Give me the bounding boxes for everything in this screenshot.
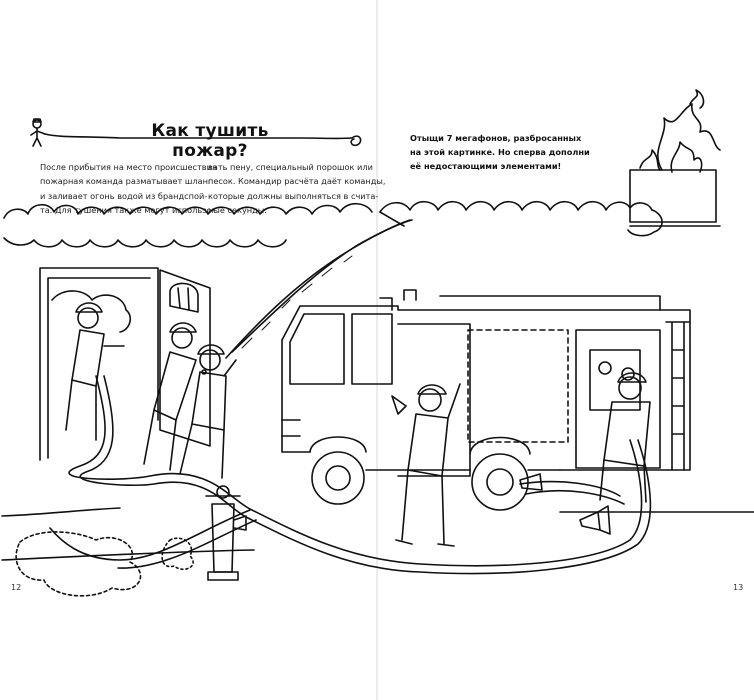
page-title: Как тушить пожар? [151,121,269,161]
heading-ornament [30,118,362,147]
intro-line: песок. Командир расчёта даёт команды, [208,176,386,187]
task-instructions: Отыщи 7 мегафонов, разбросанных на этой … [410,131,590,173]
intro-text-right: вать пену, специальный порошок или песок… [208,160,386,218]
ground-line [1,507,754,561]
smoke-cloud-left [3,202,373,219]
intro-line: которые должны выполняться в счита- [208,190,379,201]
water-puddle [15,531,142,597]
water-stream [225,219,411,359]
fire-hydrant [205,485,247,581]
firefighter-pump [599,372,651,503]
megaphone-icon [519,473,543,491]
page-gutter [376,0,378,700]
task-line: на этой картинке. Но сперва дополни [410,147,590,157]
fire-hose [68,375,643,567]
intro-line: пожарная команда разматывает шланг [40,176,213,187]
building-door [39,267,211,461]
small-firefighter-icon [30,118,46,147]
smoke-cloud-right [379,200,653,213]
intro-line: ные секунды. [208,205,267,216]
firefighter-doorway [65,302,125,441]
task-line: её недостающими элементами! [410,161,562,171]
intro-line: и заливает огонь водой из брандспой- [40,190,208,201]
megaphone-icon [579,505,611,535]
fire-engine [281,289,691,511]
burning-window [629,89,721,227]
firefighter-megaphone [391,383,461,547]
task-line: Отыщи 7 мегафонов, разбросанных [410,133,582,143]
page-number-left: 12 [11,583,22,592]
firefighter-hose-front [143,322,237,479]
intro-line: После прибытия на место происшествия [40,162,217,172]
intro-text-left: После прибытия на место происшествия пож… [40,160,217,218]
intro-line: та. Для тушения также могут использо- [40,205,215,216]
page-number-right: 13 [733,583,744,592]
intro-line: вать пену, специальный порошок или [208,162,373,172]
